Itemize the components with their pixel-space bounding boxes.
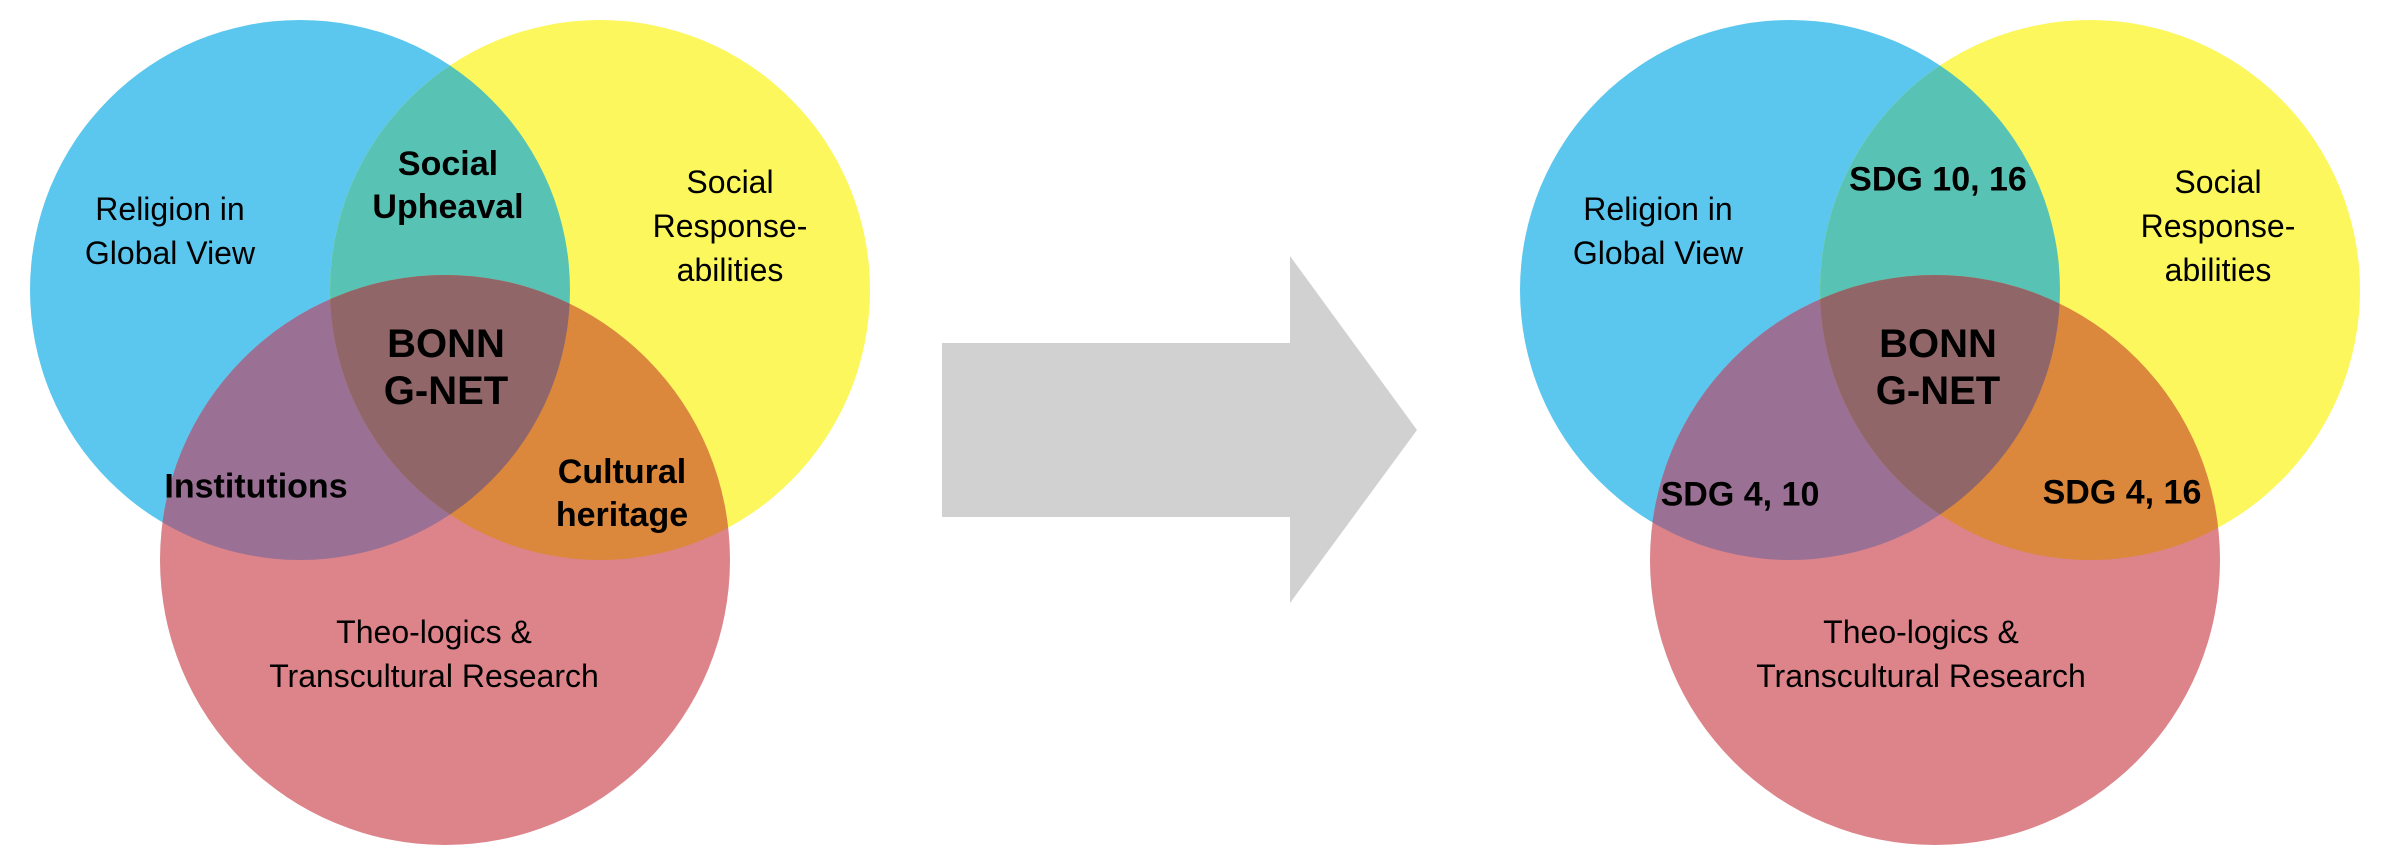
label-line: Theo-logics &	[336, 614, 532, 650]
sdg-4-16-label: SDG 4, 16	[2043, 472, 2202, 515]
right-arrow-shape	[942, 256, 1417, 603]
responsibilities-label: Social Response- abilities	[653, 160, 808, 292]
overlap-responsibilities-theologics	[330, 275, 730, 560]
label-line: Upheaval	[372, 188, 524, 226]
label-line: Global View	[84, 235, 256, 271]
label-line: G-NET	[383, 369, 509, 413]
overlap-responsibilities-theologics	[1820, 275, 2220, 560]
sdg-10-16-label: SDG 10, 16	[1849, 159, 2027, 202]
venn-before-graphic	[30, 20, 870, 845]
label-line: Transcultural Research	[1756, 658, 2086, 694]
label-line: BONN	[1879, 322, 1997, 366]
label-line: BONN	[387, 322, 505, 366]
responsibilities-label: Social Response- abilities	[2141, 160, 2296, 292]
label-line: abilities	[2164, 252, 2272, 288]
right-arrow-icon	[942, 256, 1417, 603]
label-line: heritage	[555, 496, 689, 534]
label-line: SDG 4, 10	[1660, 475, 1820, 514]
religion-label: Religion in Global View	[1573, 187, 1743, 275]
bonn-gnet-label: BONN G-NET	[384, 321, 508, 415]
theologics-label: Theo-logics & Transcultural Research	[1756, 610, 2086, 698]
label-line: SDG 10, 16	[1849, 160, 2027, 199]
label-line: Theo-logics &	[1823, 614, 2019, 650]
label-line: SDG 4, 16	[2042, 473, 2202, 512]
sdg-4-10-label: SDG 4, 10	[1661, 474, 1820, 517]
religion-label: Religion in Global View	[85, 187, 255, 275]
label-line: Transcultural Research	[269, 658, 599, 694]
label-line: Response-	[652, 208, 808, 244]
venn-after-graphic	[1520, 20, 2360, 845]
label-line: Social	[2174, 164, 2262, 200]
label-line: Institutions	[164, 467, 348, 506]
label-line: Religion in	[1583, 191, 1733, 227]
label-line: Religion in	[95, 191, 245, 227]
venn-diagram-after: Religion in Global View SDG 10, 16 Socia…	[1490, 0, 2394, 858]
cultural-heritage-label: Cultural heritage	[556, 451, 688, 537]
label-line: Social	[397, 145, 499, 183]
institutions-label: Institutions	[164, 466, 347, 509]
venn-diagram-before: Religion in Global View Social Upheaval …	[0, 0, 920, 858]
overlap-religion-theologics	[1650, 275, 2060, 560]
label-line: Cultural	[557, 453, 687, 491]
label-line: Response-	[2140, 208, 2296, 244]
label-line: G-NET	[1875, 369, 2001, 413]
bonn-gnet-label: BONN G-NET	[1876, 321, 2000, 415]
theologics-label: Theo-logics & Transcultural Research	[269, 610, 599, 698]
label-line: Social	[686, 164, 774, 200]
label-line: abilities	[676, 252, 784, 288]
overlap-religion-theologics	[160, 275, 570, 560]
label-line: Global View	[1572, 235, 1744, 271]
social-upheaval-label: Social Upheaval	[372, 143, 523, 229]
